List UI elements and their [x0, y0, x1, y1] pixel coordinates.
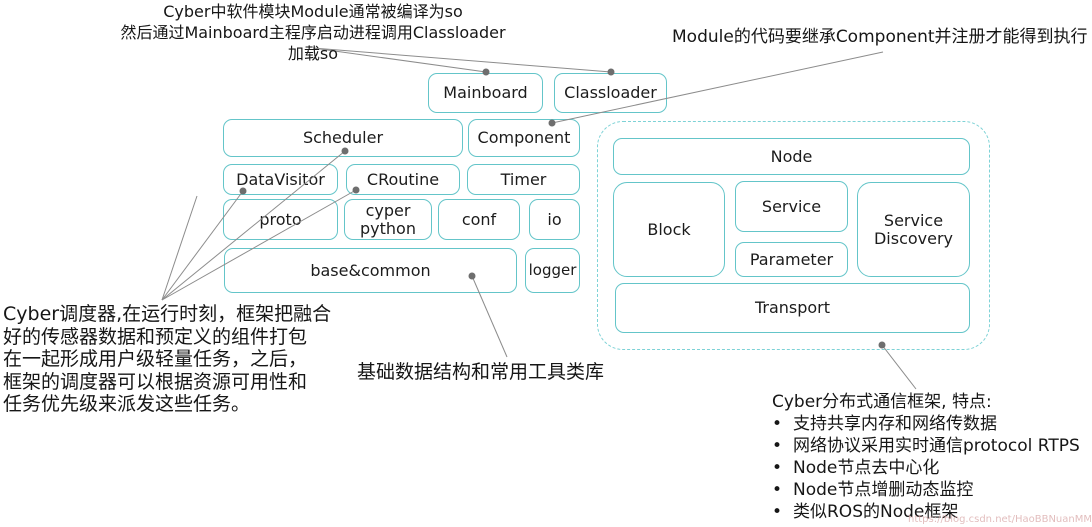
box-block: Block: [613, 182, 725, 277]
communication-feature-item: • 支持共享内存和网络传数据: [772, 413, 1080, 435]
box-cyper-python-label: cyper python: [360, 200, 416, 238]
box-scheduler-label: Scheduler: [302, 128, 384, 148]
annotation-scheduler-line: 在一起形成用户级轻量任务，之后，: [3, 348, 308, 370]
communication-feature-text: 支持共享内存和网络传数据: [793, 414, 997, 434]
annotation-scheduler-line: 任务优先级来派发这些任务。: [3, 393, 251, 415]
communication-feature-item: • Node节点去中心化: [772, 457, 1080, 479]
box-base-common-label: base&common: [310, 260, 431, 280]
box-logger-label: logger: [528, 261, 577, 280]
box-mainboard-label: Mainboard: [443, 83, 528, 103]
leader-line: [161, 195, 198, 301]
box-logger: logger: [525, 248, 580, 293]
communication-feature-text: Node节点去中心化: [793, 458, 940, 478]
box-io-label: io: [547, 209, 562, 229]
box-service-discovery-label: Service Discovery: [873, 210, 954, 248]
bullet-icon: •: [772, 414, 783, 434]
box-datavisitor: DataVisitor: [223, 164, 338, 195]
bullet-icon: •: [772, 458, 783, 478]
box-node-label: Node: [770, 146, 813, 166]
box-transport: Transport: [615, 283, 970, 333]
box-component: Component: [468, 119, 580, 157]
annotation-scheduler: Cyber调度器,在运行时刻，框架把融合 好的传感器数据和预定义的组件打包 在一…: [3, 303, 331, 416]
communication-feature-item: • 网络协议采用实时通信protocol RTPS: [772, 435, 1080, 457]
box-parameter-label: Parameter: [749, 249, 834, 269]
bullet-icon: •: [772, 436, 783, 456]
box-transport-label: Transport: [754, 298, 831, 318]
annotation-communication: Cyber分布式通信框架, 特点: • 支持共享内存和网络传数据 • 网络协议采…: [772, 391, 1080, 523]
box-service-label: Service: [761, 196, 822, 216]
box-datavisitor-label: DataVisitor: [236, 169, 325, 189]
box-cyper-python: cyper python: [344, 199, 432, 240]
box-proto-label: proto: [259, 209, 302, 229]
box-conf-label: conf: [461, 209, 497, 229]
communication-feature-item: • Node节点增删动态监控: [772, 479, 1080, 501]
watermark-url: https://blog.csdn.net/HaoBBNuanMM: [908, 514, 1092, 525]
communication-feature-item: • 类似ROS的Node框架: [772, 501, 1080, 523]
box-mainboard: Mainboard: [428, 73, 543, 113]
box-block-label: Block: [647, 219, 691, 239]
bullet-icon: •: [772, 502, 783, 522]
annotation-module-compile-line1: Cyber中软件模块Module通常被编译为so: [163, 2, 463, 21]
box-scheduler: Scheduler: [223, 119, 463, 157]
annotation-component-inherit: Module的代码要继承Component并注册才能得到执行: [672, 27, 1088, 47]
communication-feature-text: 网络协议采用实时通信protocol RTPS: [793, 436, 1080, 456]
annotation-module-compile: Cyber中软件模块Module通常被编译为so 然后通过Mainboard主程…: [115, 1, 511, 64]
box-proto: proto: [223, 199, 338, 240]
annotation-module-compile-line2: 然后通过Mainboard主程序启动进程调用Classloader加载so: [120, 23, 506, 63]
box-base-common: base&common: [224, 248, 517, 293]
annotation-base-common: 基础数据结构和常用工具类库: [357, 361, 605, 383]
bullet-icon: •: [772, 480, 783, 500]
box-timer: Timer: [467, 164, 580, 195]
box-conf: conf: [438, 199, 520, 240]
box-classloader-label: Classloader: [564, 83, 657, 103]
box-timer-label: Timer: [500, 169, 547, 189]
annotation-scheduler-line: 框架的调度器可以根据资源可用性和: [3, 370, 308, 393]
communication-feature-text: 类似ROS的Node框架: [793, 502, 959, 522]
box-node: Node: [613, 138, 970, 175]
leader-line: [881, 344, 917, 390]
box-classloader: Classloader: [554, 73, 667, 113]
box-parameter: Parameter: [735, 242, 848, 277]
box-service-discovery: Service Discovery: [857, 182, 970, 277]
box-croutine: CRoutine: [346, 164, 460, 195]
communication-feature-text: Node节点增删动态监控: [793, 480, 974, 500]
annotation-scheduler-line: Cyber调度器,在运行时刻，框架把融合: [3, 303, 332, 325]
box-component-label: Component: [477, 128, 571, 148]
annotation-communication-title: Cyber分布式通信框架, 特点:: [772, 392, 992, 412]
box-croutine-label: CRoutine: [366, 169, 440, 189]
annotation-scheduler-line: 好的传感器数据和预定义的组件打包: [3, 325, 308, 348]
box-service: Service: [735, 181, 848, 232]
box-io: io: [529, 199, 580, 240]
